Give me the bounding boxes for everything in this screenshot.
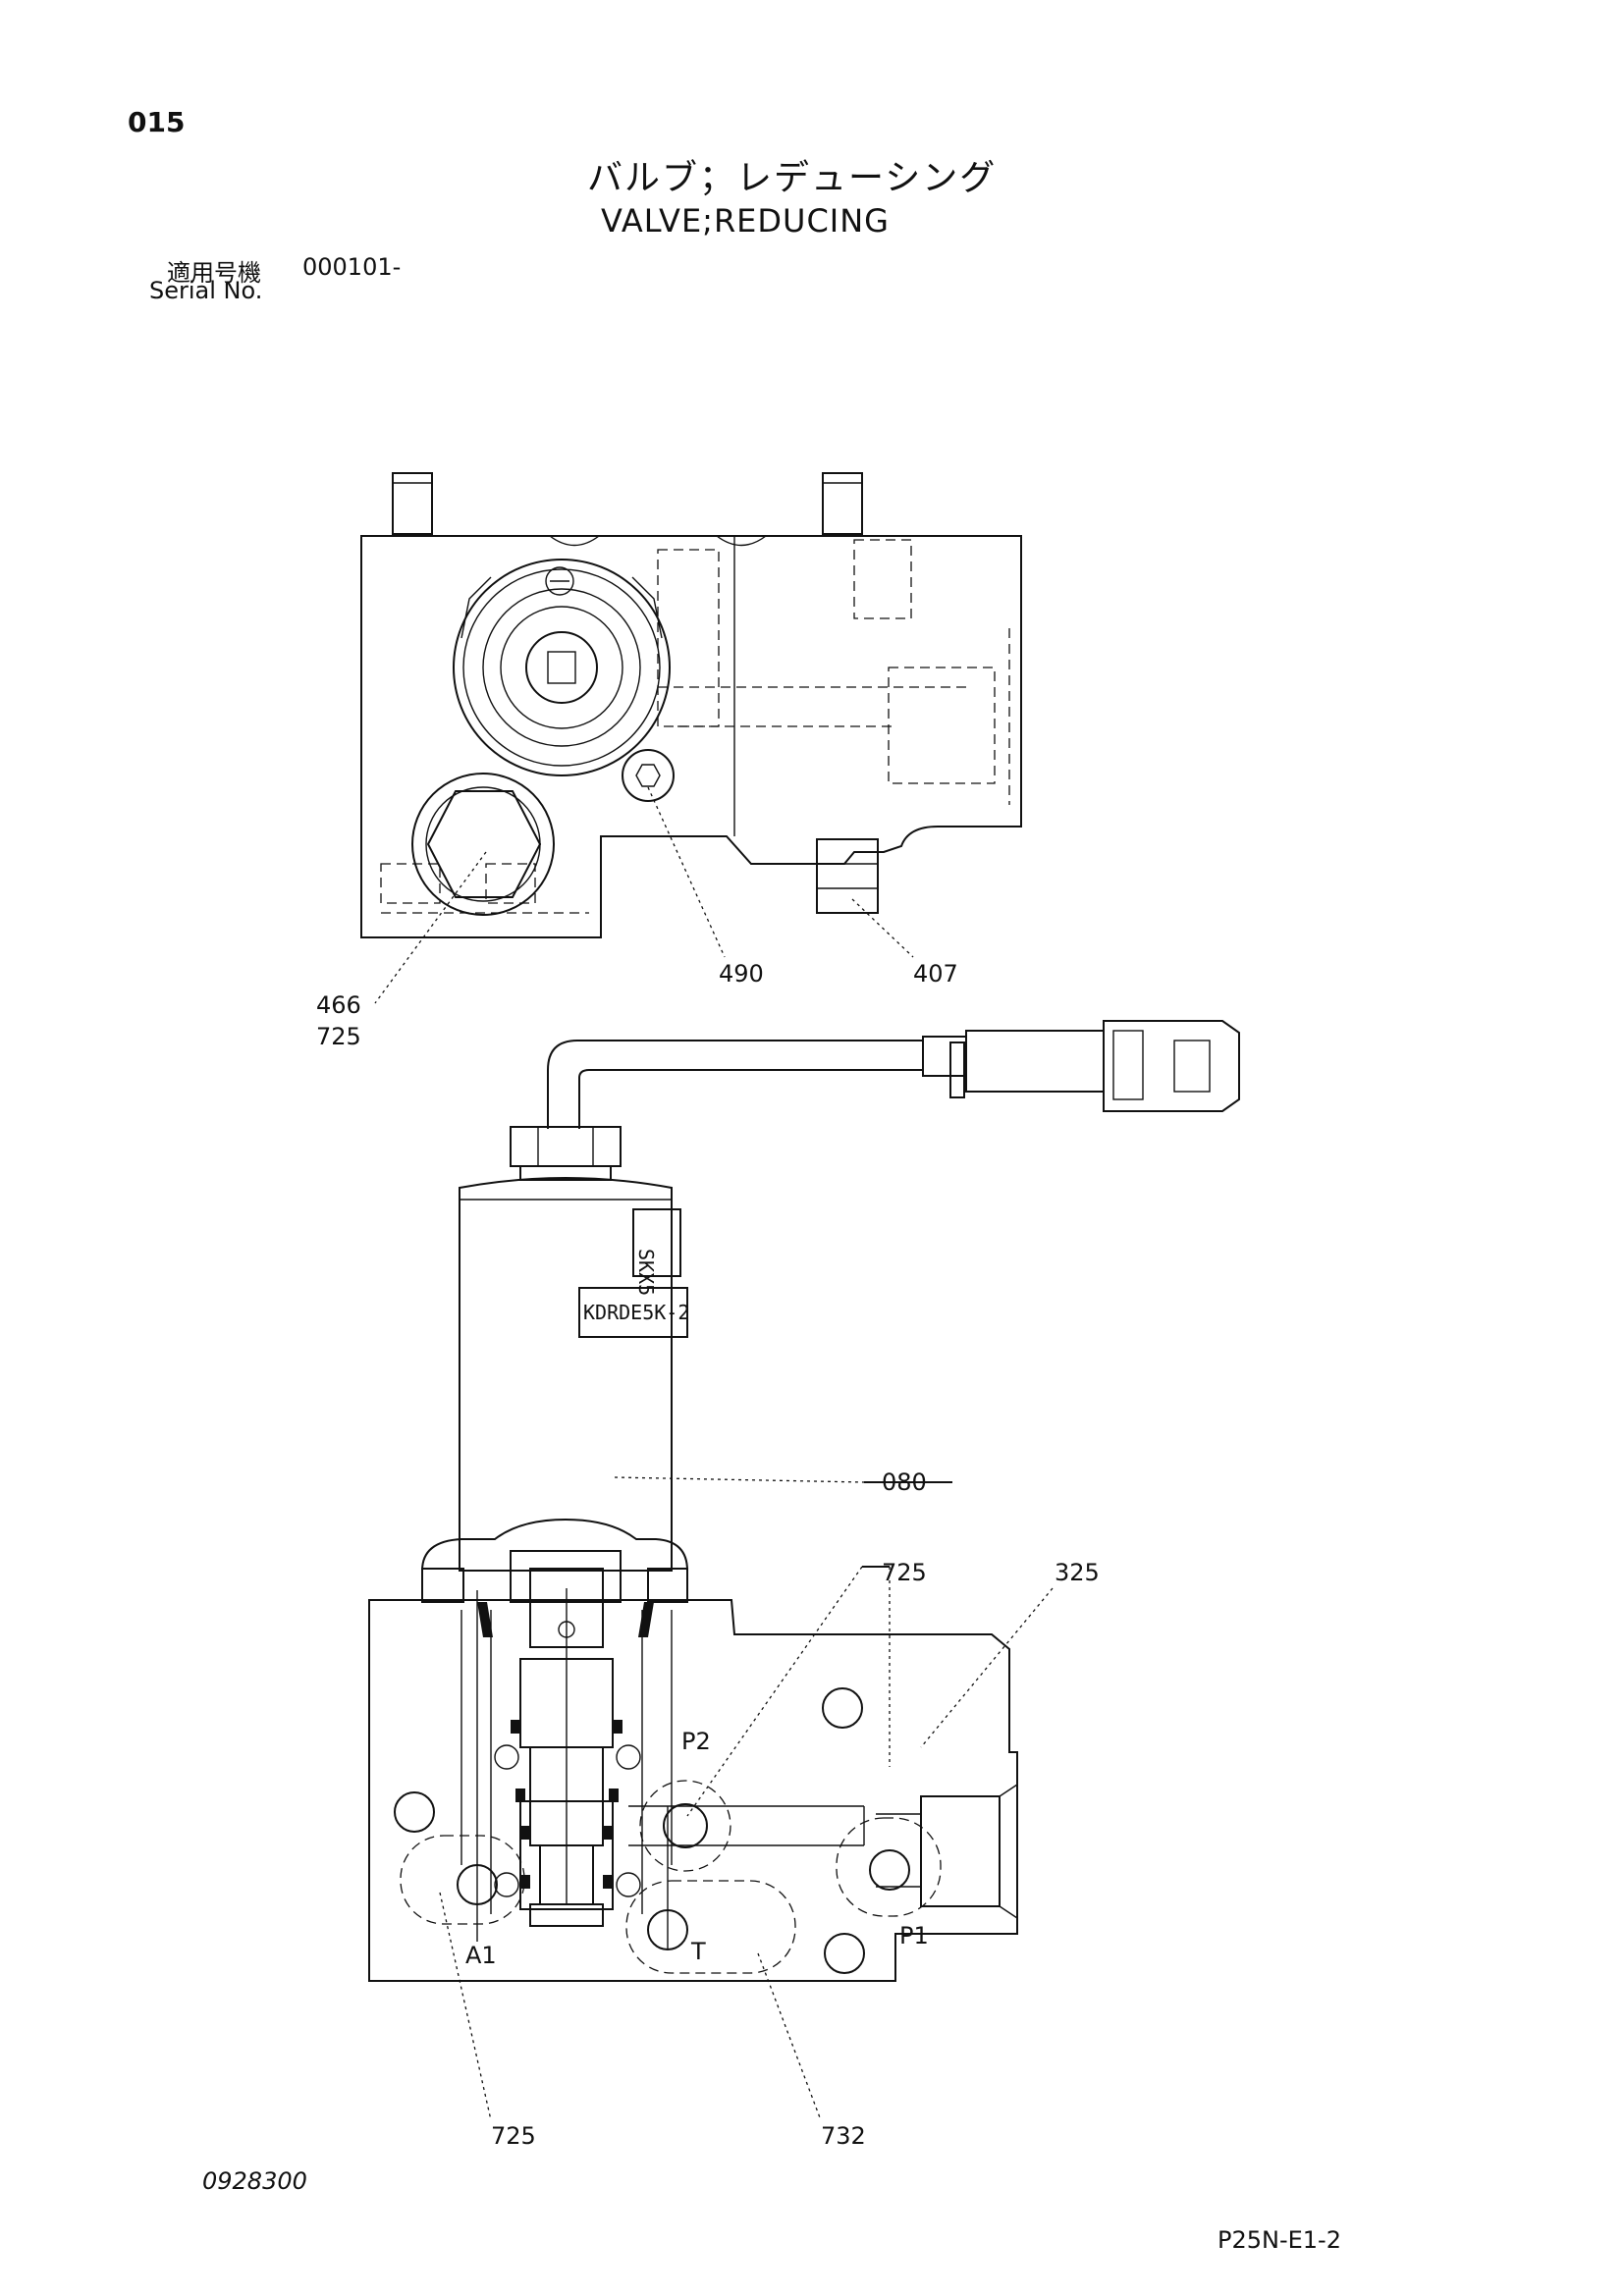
callout-725-mid: 725 <box>882 1559 927 1586</box>
serial-label-japanese: 適用号機 <box>167 259 261 287</box>
solenoid-model-label: KDRDE5K-2 <box>583 1301 689 1324</box>
callout-725-top: 725 <box>316 1023 361 1050</box>
callout-732: 732 <box>821 2122 866 2150</box>
top-view-valve-body <box>360 472 1022 938</box>
title-japanese: バルブ；レデューシング <box>587 158 998 198</box>
serial-label-english: Serial No. <box>149 277 263 304</box>
callout-466: 466 <box>316 991 361 1019</box>
top-view-leaders <box>374 786 914 1004</box>
callout-080: 080 <box>882 1468 927 1496</box>
callout-325: 325 <box>1055 1559 1100 1586</box>
page-number: 015 <box>128 106 186 138</box>
bottom-view-valve-body <box>368 1518 1018 1982</box>
bottom-view-leaders <box>439 1566 1054 2121</box>
port-label-p2: P2 <box>681 1728 711 1755</box>
callout-490: 490 <box>719 960 764 988</box>
callout-407: 407 <box>913 960 958 988</box>
port-label-a1: A1 <box>465 1942 497 1969</box>
callout-725-bottom: 725 <box>491 2122 536 2150</box>
document-code: 0928300 <box>202 2167 307 2195</box>
solenoid-cable-connector <box>459 1020 1240 1572</box>
port-label-t: T <box>690 1938 706 1965</box>
port-label-p1: P1 <box>899 1922 929 1949</box>
serial-number-value: 000101- <box>302 253 402 281</box>
title-english: VALVE;REDUCING <box>601 202 890 240</box>
sheet-id: P25N-E1-2 <box>1218 2226 1341 2254</box>
solenoid-tag-label: SKX5 <box>634 1249 658 1296</box>
